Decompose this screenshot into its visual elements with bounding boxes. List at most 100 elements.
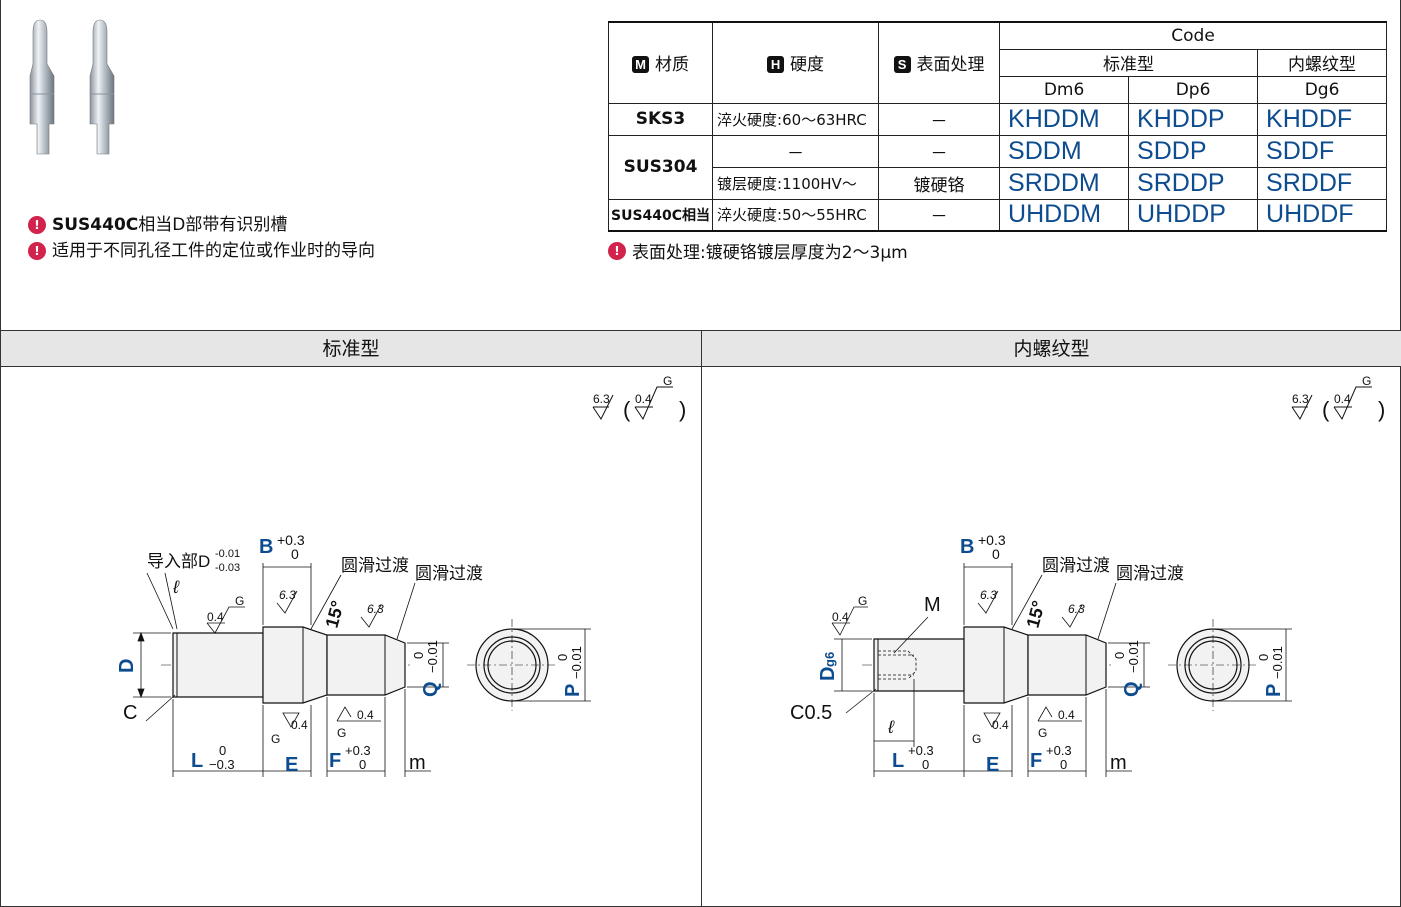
code-link[interactable]: KHDDM xyxy=(999,102,1130,136)
warning-pin-icon xyxy=(28,242,46,260)
roughness-value: 0.4 xyxy=(992,718,1009,732)
roughness-value: 6.3 xyxy=(593,392,610,406)
panel-standard: 标准型 6.3 ( 0.4 G ) xyxy=(1,331,702,907)
dim-B-tol-upper: +0.3 xyxy=(277,532,305,548)
feature-note-2: 适用于不同孔径工件的定位或作业时的导向 xyxy=(28,238,375,264)
roughness-grind: G xyxy=(271,732,280,746)
dim-L-label: L xyxy=(191,750,203,772)
dim-D: D xyxy=(116,631,171,699)
surface-cell: 镀硬铬 xyxy=(878,166,1001,200)
roughness-grind: G xyxy=(235,594,244,608)
roughness-value: 6.3 xyxy=(980,588,997,602)
dim-F-tol-lower: 0 xyxy=(1060,757,1067,772)
dim-D-fit: g6 xyxy=(822,652,837,667)
feature-note-1: SUS440C相当D部带有识别槽 xyxy=(28,212,375,238)
dim-P xyxy=(1213,628,1292,702)
feature-note-text: 适用于不同孔径工件的定位或作业时的导向 xyxy=(52,241,375,261)
table-row: SKS3 淬火硬度:60～63HRC － KHDDM KHDDP KHDDF xyxy=(607,102,1388,136)
internal-thread-drawing: 6.3 ( 0.4 G ) xyxy=(790,374,1385,777)
dim-B-tol-lower: 0 xyxy=(291,546,299,562)
drawing-panels: 标准型 6.3 ( 0.4 G ) xyxy=(0,330,1401,907)
table-row: SUS440C相当 淬火硬度:50～55HRC － UHDDM UHDDP UH… xyxy=(607,198,1388,232)
dim-Q-label: Q xyxy=(420,681,442,697)
press-fit-section xyxy=(326,634,406,696)
roughness-grind: G xyxy=(972,732,981,746)
dim-Q xyxy=(1108,642,1150,688)
code-link[interactable]: SDDF xyxy=(1257,134,1388,168)
panel-internal-thread-title: 内螺纹型 xyxy=(702,331,1401,367)
roughness-grind: G xyxy=(1362,374,1371,388)
surface-cell: － xyxy=(878,102,1001,136)
lead-tol-lower: -0.03 xyxy=(215,562,240,574)
hardness-cell: 淬火硬度:60～63HRC xyxy=(712,102,880,136)
dim-L-label: L xyxy=(892,750,904,772)
dim-Q-tol-upper: 0 xyxy=(411,652,426,659)
guide-section xyxy=(873,638,965,692)
dim-C05-label: C0.5 xyxy=(790,702,832,724)
hardness-cell: 淬火硬度:50～55HRC xyxy=(712,198,880,232)
hardness-letter-icon: H xyxy=(767,56,785,74)
paren-close: ) xyxy=(1378,397,1385,422)
product-photo xyxy=(29,19,115,155)
dim-Q-tol-lower: −0.01 xyxy=(1126,640,1141,673)
code-link[interactable]: UHDDP xyxy=(1128,198,1259,232)
roughness-value: 0.4 xyxy=(357,708,374,722)
header-hardness-label: 硬度 xyxy=(790,55,825,76)
surface-cell: － xyxy=(878,134,1001,168)
code-link[interactable]: SRDDF xyxy=(1257,166,1388,200)
code-link[interactable]: SRDDM xyxy=(999,166,1130,200)
dim-B-label: B xyxy=(259,536,273,558)
code-link[interactable]: SRDDP xyxy=(1128,166,1259,200)
material-cell: SUS304 xyxy=(607,134,714,200)
table-note: 表面处理:镀硬铬镀层厚度为2～3μm xyxy=(608,238,908,263)
lead-tol-upper: -0.01 xyxy=(215,548,240,560)
roughness-value: 6.3 xyxy=(1068,602,1085,616)
dim-Q-tol-lower: −0.01 xyxy=(425,640,440,673)
dim-P-label: P xyxy=(562,684,584,697)
roughness-value: 0.4 xyxy=(635,392,652,406)
bottom-dimensions xyxy=(172,689,431,777)
head-section xyxy=(963,626,1029,704)
dim-L-tol-lower: −0.3 xyxy=(209,757,235,772)
dim-P xyxy=(512,628,591,702)
paren-open: ( xyxy=(1322,397,1330,422)
roughness-value: 0.4 xyxy=(1334,392,1351,406)
head-section xyxy=(262,626,328,704)
dim-L-tol-upper: 0 xyxy=(219,743,226,758)
roughness-grind: G xyxy=(663,374,672,388)
dim-ell-label: ℓ xyxy=(887,717,895,737)
hardness-cell: － xyxy=(712,134,880,168)
dim-F-label: F xyxy=(1030,750,1042,772)
dim-P-tol-lower: −0.01 xyxy=(569,646,584,679)
dim-Dg6 xyxy=(834,638,872,692)
warning-pin-icon xyxy=(608,241,626,260)
roughness-grind: G xyxy=(858,594,867,608)
code-link[interactable]: UHDDF xyxy=(1257,198,1388,232)
dim-m-label: m xyxy=(1110,752,1127,774)
dim-P-label: P xyxy=(1263,684,1285,697)
dim-Q-tol-upper: 0 xyxy=(1112,652,1127,659)
roughness-symbol: 6.3 ( 0.4 G ) xyxy=(1291,374,1385,422)
roughness-value: 0.4 xyxy=(291,718,308,732)
roughness-symbol: 6.3 ( 0.4 G ) xyxy=(592,374,686,422)
dim-M-label: M xyxy=(924,594,941,616)
dim-F-label: F xyxy=(329,750,341,772)
code-link[interactable]: SDDP xyxy=(1128,134,1259,168)
standard-drawing: 6.3 ( 0.4 G ) xyxy=(116,374,686,777)
table-row: 镀层硬度:1100HV～ 镀硬铬 SRDDM SRDDP SRDDF xyxy=(609,166,1388,200)
header-dg6: Dg6 xyxy=(1257,75,1388,104)
end-view xyxy=(467,619,557,711)
code-link[interactable]: UHDDM xyxy=(999,198,1130,232)
code-link[interactable]: KHDDP xyxy=(1128,102,1259,136)
code-link[interactable]: SDDM xyxy=(999,134,1130,168)
dim-ell-label: ℓ xyxy=(172,577,180,597)
feature-note-bold: SUS440C xyxy=(52,215,139,235)
paren-open: ( xyxy=(623,397,631,422)
code-link[interactable]: KHDDF xyxy=(1257,102,1388,136)
header-surface-label: 表面处理 xyxy=(916,55,985,76)
roughness-value: 6.3 xyxy=(1292,392,1309,406)
material-letter-icon: M xyxy=(632,56,650,74)
dim-E-label: E xyxy=(986,754,999,776)
